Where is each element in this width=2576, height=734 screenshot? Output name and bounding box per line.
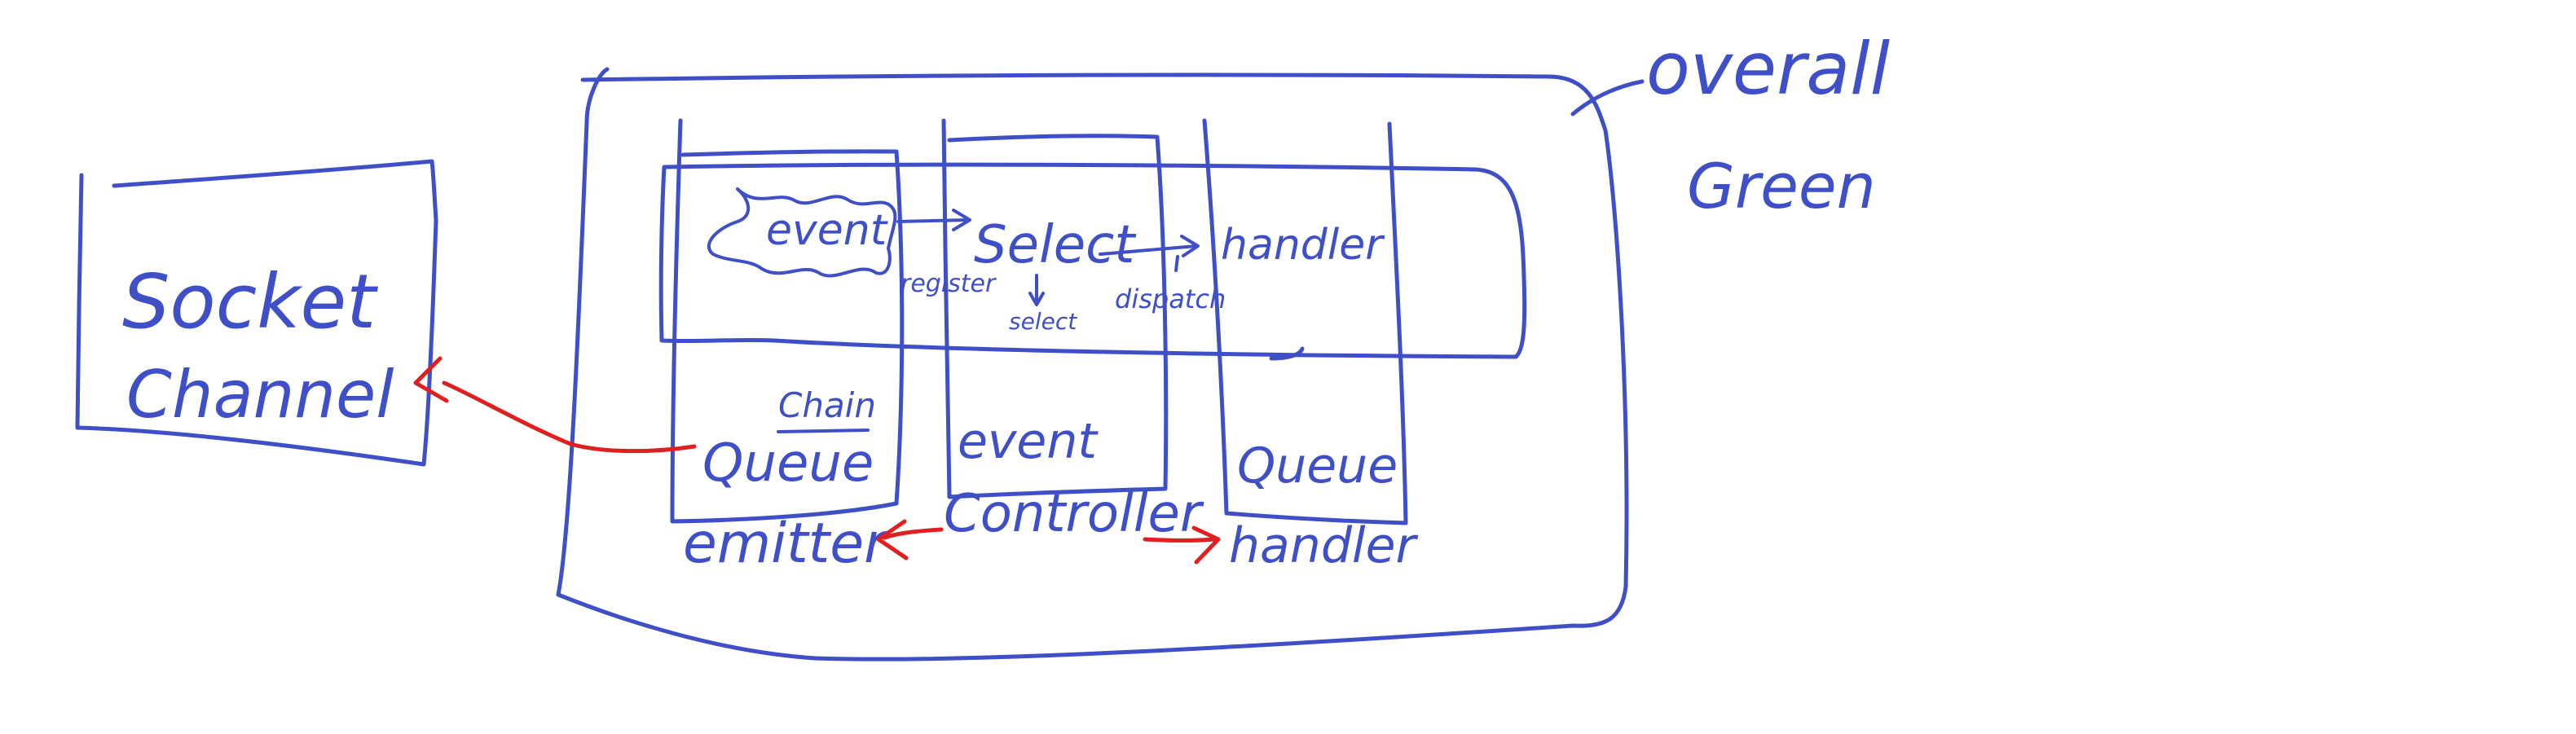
socket-channel-box xyxy=(75,159,438,467)
system-label: Green xyxy=(1687,150,1876,222)
dispatch-arrow xyxy=(1099,235,1200,272)
register-label: register xyxy=(900,270,997,298)
event-controller-top-label: event xyxy=(958,413,1099,470)
emitter-label: emitter xyxy=(683,512,890,576)
handler-bottom-label: handler xyxy=(1229,517,1418,574)
queue-to-socket-arrow xyxy=(413,356,697,454)
handler-node-label: handler xyxy=(1221,221,1385,270)
event-node-label: event xyxy=(766,206,888,255)
component-columns xyxy=(670,118,1408,525)
controller-label: Controller xyxy=(944,484,1204,544)
select-down-arrow xyxy=(1028,274,1045,306)
queue-right-label: Queue xyxy=(1237,437,1398,494)
socket-label: Socket xyxy=(122,258,378,345)
select-node-label: Select xyxy=(974,215,1137,275)
chain-label: Chain xyxy=(778,385,876,425)
overall-label: overall xyxy=(1646,27,1891,111)
overall-system-boundary xyxy=(556,67,1645,661)
controller-to-handler-arrow xyxy=(1143,525,1221,565)
chain-underline xyxy=(777,429,870,433)
select-small-label: select xyxy=(1009,308,1077,335)
selector-band xyxy=(658,162,1527,361)
register-arrow xyxy=(896,209,971,231)
event-cloud-shape xyxy=(707,187,897,278)
controller-to-emitter-arrow xyxy=(876,519,944,560)
dispatch-label: dispatch xyxy=(1115,283,1226,314)
channel-label: Channel xyxy=(126,357,394,433)
queue-left-label: Queue xyxy=(702,433,874,494)
